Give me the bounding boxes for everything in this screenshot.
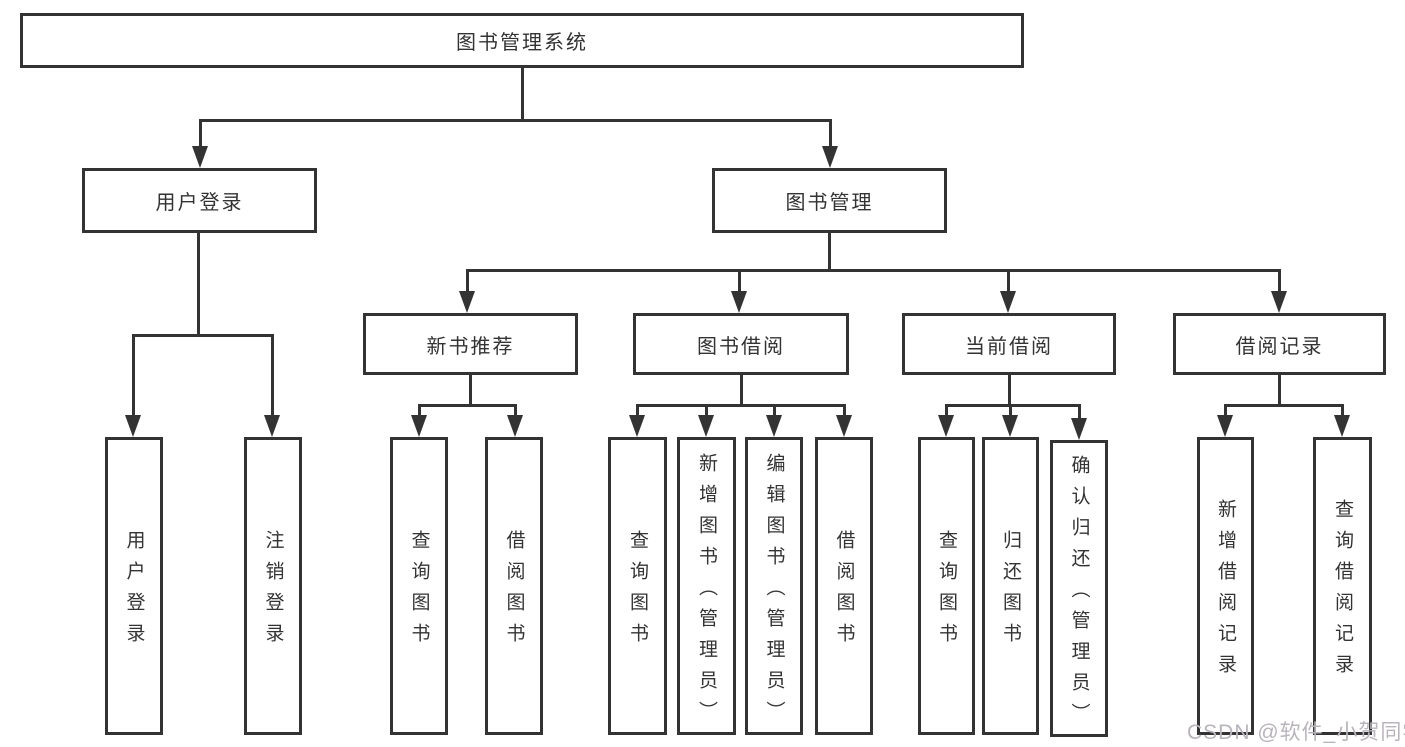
- leaf-current-confirm-return-admin-label: 确认归还（管理员）: [1068, 455, 1090, 734]
- arrowhead-icon: [411, 415, 427, 437]
- connector-line: [945, 404, 948, 418]
- leaf-logout-label: 注销登录: [262, 530, 284, 654]
- leaf-borrow-add-books-admin: 新增图书（管理员）: [677, 437, 736, 735]
- node-book-management-label: 图书管理: [785, 192, 874, 214]
- leaf-current-return-books: 归还图书: [982, 437, 1039, 735]
- arrowhead-icon: [629, 415, 645, 437]
- leaf-records-query-record: 查询借阅记录: [1313, 437, 1372, 735]
- node-new-book-recommend: 新书推荐: [363, 313, 578, 375]
- connector-line: [466, 269, 469, 295]
- arrowhead-icon: [698, 415, 714, 437]
- node-borrow-records-label: 借阅记录: [1235, 335, 1324, 358]
- arrowhead-icon: [766, 415, 782, 437]
- arrowhead-icon: [836, 415, 852, 437]
- node-current-borrow-label: 当前借阅: [965, 335, 1053, 358]
- node-book-management: 图书管理: [712, 168, 947, 233]
- connector-line: [1341, 404, 1344, 418]
- leaf-borrow-add-books-admin-label: 新增图书（管理员）: [696, 452, 717, 732]
- connector-line: [514, 404, 517, 418]
- connector-line: [636, 404, 845, 407]
- connector-line: [1278, 269, 1281, 295]
- leaf-borrow-borrow-books: 借阅图书: [815, 437, 873, 735]
- arrowhead-icon: [938, 415, 954, 437]
- leaf-records-add-record-label: 新增借阅记录: [1215, 499, 1236, 685]
- watermark: CSDN @软件_小贺同学: [1187, 721, 1405, 744]
- arrowhead-icon: [1002, 415, 1018, 437]
- connector-line: [773, 404, 776, 418]
- connector-line: [1009, 404, 1012, 418]
- connector-line: [132, 334, 135, 418]
- connector-line: [469, 375, 472, 405]
- arrowhead-icon: [822, 146, 838, 168]
- connector-line: [945, 404, 1080, 407]
- leaf-user-login-label: 用户登录: [123, 530, 145, 654]
- connector-line: [1008, 375, 1011, 405]
- leaf-recommend-borrow-books: 借阅图书: [485, 437, 543, 735]
- connector-line: [1224, 404, 1227, 418]
- leaf-current-query-books: 查询图书: [918, 437, 975, 735]
- leaf-recommend-borrow-books-label: 借阅图书: [503, 530, 525, 654]
- arrowhead-icon: [731, 291, 747, 313]
- node-borrow-records: 借阅记录: [1173, 313, 1386, 375]
- leaf-borrow-borrow-books-label: 借阅图书: [833, 530, 855, 654]
- connector-line: [1078, 404, 1081, 421]
- connector-line: [132, 334, 273, 337]
- leaf-current-return-books-label: 归还图书: [1000, 530, 1021, 654]
- leaf-borrow-edit-books-admin-label: 编辑图书（管理员）: [763, 452, 785, 732]
- leaf-logout: 注销登录: [244, 437, 302, 735]
- leaf-records-query-record-label: 查询借阅记录: [1332, 499, 1353, 685]
- leaf-records-add-record: 新增借阅记录: [1197, 437, 1254, 735]
- connector-line: [1278, 375, 1281, 405]
- leaf-current-query-books-label: 查询图书: [936, 530, 957, 654]
- leaf-borrow-query-books: 查询图书: [608, 437, 667, 735]
- arrowhead-icon: [264, 415, 280, 437]
- arrowhead-icon: [1334, 415, 1350, 437]
- leaf-recommend-query-books: 查询图书: [390, 437, 448, 735]
- arrowhead-icon: [507, 415, 523, 437]
- connector-line: [636, 404, 639, 418]
- arrowhead-icon: [1271, 291, 1287, 313]
- node-book-borrow: 图书借阅: [633, 313, 849, 375]
- connector-line: [1007, 269, 1010, 295]
- leaf-user-login: 用户登录: [105, 437, 163, 735]
- connector-line: [197, 233, 200, 336]
- connector-line: [418, 404, 516, 407]
- connector-line: [740, 375, 743, 405]
- connector-line: [271, 334, 274, 418]
- arrowhead-icon: [1071, 418, 1087, 440]
- connector-line: [1224, 404, 1343, 407]
- arrowhead-icon: [125, 415, 141, 437]
- arrowhead-icon: [1217, 415, 1233, 437]
- node-new-book-recommend-label: 新书推荐: [426, 335, 515, 358]
- connector-line: [828, 233, 831, 271]
- connector-line: [738, 269, 741, 295]
- leaf-borrow-edit-books-admin: 编辑图书（管理员）: [745, 437, 803, 735]
- arrowhead-icon: [192, 146, 208, 168]
- node-user-login-label: 用户登录: [155, 192, 244, 214]
- leaf-borrow-query-books-label: 查询图书: [627, 530, 648, 654]
- node-current-borrow: 当前借阅: [902, 313, 1116, 375]
- arrowhead-icon: [459, 291, 475, 313]
- node-user-login: 用户登录: [82, 168, 317, 233]
- connector-line: [418, 404, 421, 418]
- node-root: 图书管理系统: [20, 13, 1024, 68]
- arrowhead-icon: [1000, 291, 1016, 313]
- connector-line: [843, 404, 846, 418]
- connector-line: [466, 269, 1280, 272]
- node-book-borrow-label: 图书借阅: [697, 335, 785, 358]
- connector-line: [521, 68, 524, 120]
- connector-line: [705, 404, 708, 418]
- connector-line: [199, 119, 831, 122]
- connector-line: [199, 119, 202, 150]
- leaf-recommend-query-books-label: 查询图书: [408, 530, 430, 654]
- leaf-current-confirm-return-admin: 确认归还（管理员）: [1050, 440, 1108, 737]
- connector-line: [829, 119, 832, 150]
- node-root-label: 图书管理系统: [456, 32, 588, 54]
